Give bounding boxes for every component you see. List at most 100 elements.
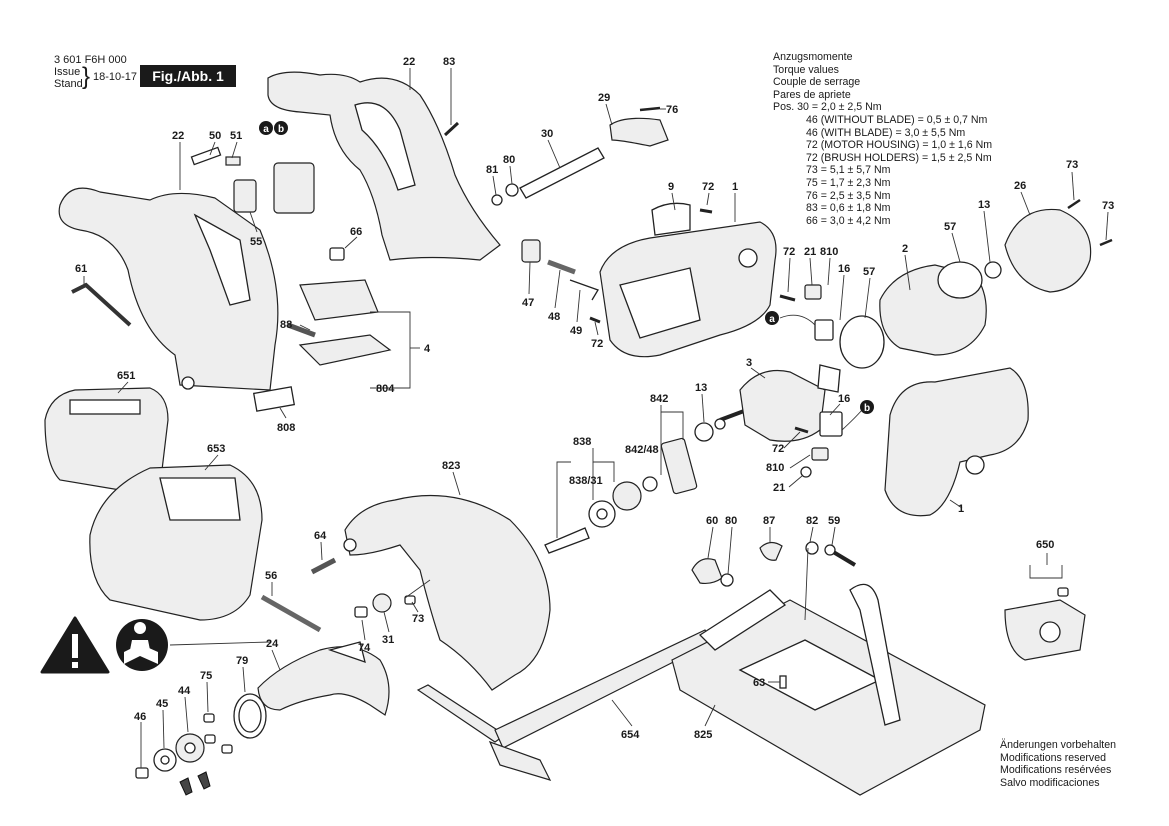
label-46: 46 [134,711,146,723]
label-61: 61 [75,263,87,275]
brace-icon: } [82,63,91,90]
torque-66: 66 = 3,0 ± 4,2 Nm [806,214,891,227]
lower-blade-guard [257,641,390,716]
label-72-brush-top: 72 [783,246,795,258]
label-81: 81 [486,164,498,176]
label-76: 76 [666,104,678,116]
label-66: 66 [350,226,362,238]
label-26: 26 [1014,180,1026,192]
stator-assembly [839,261,1002,369]
label-13-top: 13 [978,199,990,211]
part-labels: 22 22 83 50 51 55 61 66 4 88 804 808 29 … [75,56,1114,741]
torque-values: Anzugsmomente Torque values Couple de se… [773,51,992,227]
label-73-top: 73 [1066,159,1078,171]
label-63: 63 [753,677,765,689]
switch-parts [190,146,257,213]
motor-housing-rear [599,202,777,358]
wire-marker-b-brush: b [860,400,874,414]
torque-73: 73 = 5,1 ± 5,7 Nm [806,164,891,177]
label-74: 74 [358,642,371,654]
label-13-armature: 13 [695,382,707,394]
issue-label: Issue [54,66,81,78]
torque-83: 83 = 0,6 ± 1,8 Nm [806,202,891,215]
figure-badge: Fig./Abb. 1 [140,65,236,87]
label-75: 75 [200,670,212,682]
spare-part-650 [1004,553,1086,661]
battery-charger [89,464,263,621]
leader-lines [83,68,1109,768]
label-73-right: 73 [1102,200,1114,212]
torque-title-fr: Couple de serrage [773,76,861,89]
label-30: 30 [541,128,553,140]
label-21-top: 21 [804,246,816,258]
svg-text:a: a [769,314,775,325]
notice-de: Änderungen vorbehalten [1000,739,1117,751]
label-72-top: 72 [702,181,714,193]
brush-holders-upper [779,284,834,341]
label-650: 650 [1036,539,1054,551]
label-64: 64 [314,530,327,542]
lever-shaft [491,106,669,206]
label-838-31: 838/31 [569,475,603,487]
label-60: 60 [706,515,718,527]
housing-shell-right [267,71,501,261]
label-21-lower: 21 [773,482,785,494]
svg-text:b: b [278,124,284,135]
label-24: 24 [266,638,279,650]
gear-bearing-group [544,437,698,554]
label-9: 9 [668,181,674,193]
label-823: 823 [442,460,460,472]
torque-pos-30: Pos. 30 = 2,0 ± 2,5 Nm [773,101,882,114]
base-plate [671,583,986,796]
label-804: 804 [376,383,395,395]
warning-triangle-icon [40,616,110,674]
label-1-top: 1 [732,181,738,193]
adjusting-knobs [691,541,857,689]
label-83: 83 [443,56,455,68]
label-48: 48 [548,311,560,323]
label-82: 82 [806,515,818,527]
label-51: 51 [230,130,242,142]
label-653: 653 [207,443,225,455]
torque-72-motor-housing: 72 (MOTOR HOUSING) = 1,0 ± 1,6 Nm [806,139,993,152]
label-88: 88 [280,319,292,331]
label-651: 651 [117,370,135,382]
electronics-module [252,162,392,412]
lock-pin-parts [521,208,713,324]
label-4: 4 [424,343,431,355]
label-16-lower: 16 [838,393,850,405]
wire-marker-a-brush: a [765,311,779,325]
torque-75: 75 = 1,7 ± 2,3 Nm [806,176,891,189]
brush-holders-lower [794,409,863,478]
parallel-guide [416,629,714,781]
guard-small-parts [260,557,416,633]
stand-label: Stand [54,78,83,90]
part-number: 3 601 F6H 000 [54,54,127,66]
label-29: 29 [598,92,610,104]
svg-text:b: b [864,403,870,414]
label-1-lower: 1 [958,503,964,515]
label-22-left: 22 [172,130,184,142]
label-3: 3 [746,357,752,369]
torque-title-de: Anzugsmomente [773,51,853,63]
torque-title-en: Torque values [773,63,839,76]
battery-pack [44,387,169,491]
notice-fr: Modifications resérvées [1000,764,1112,776]
label-72-brush-lower: 72 [772,443,784,455]
blade-flanges [135,713,233,796]
read-manual-icon [116,619,168,671]
label-56: 56 [265,570,277,582]
label-838: 838 [573,436,591,448]
label-55: 55 [250,236,262,248]
label-842-48: 842/48 [625,444,659,456]
label-810-top: 810 [820,246,838,258]
label-810-lower: 810 [766,462,784,474]
torque-72-brush-holders: 72 (BRUSH HOLDERS) = 1,5 ± 2,5 Nm [806,151,992,164]
label-80-top: 80 [503,154,515,166]
label-16-top: 16 [838,263,850,275]
issue-date: 18-10-17 [93,71,138,83]
gear-housing [884,367,1029,517]
modification-notice: Änderungen vorbehalten Modifications res… [1000,739,1116,789]
